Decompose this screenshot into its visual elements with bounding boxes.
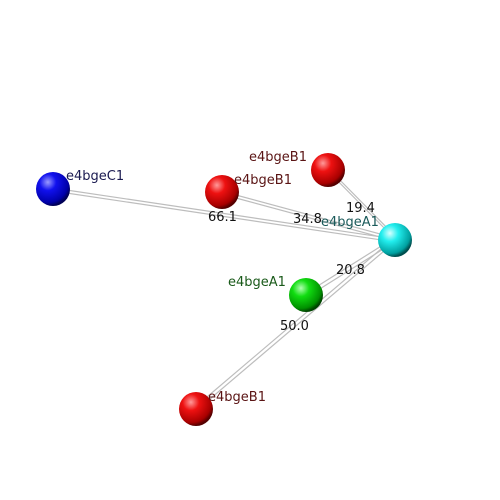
distance-label: 66.1 — [208, 210, 237, 225]
atom-sphere-b1a[interactable] — [205, 175, 239, 209]
atom-label-b1a: e4bgeB1 — [234, 173, 292, 188]
labels-layer: e4bgeC1 e4bgeB1 e4bgeB1 e4bgeA1 e4bgeA1 … — [66, 150, 379, 405]
edge-b1a-a1 — [220, 190, 396, 242]
atom-label-b1c: e4bgeB1 — [208, 390, 266, 405]
atom-sphere-b1b[interactable] — [311, 153, 345, 187]
distance-label: 20.8 — [336, 263, 365, 278]
edge-c1-a1 — [52, 187, 396, 243]
atom-label-c1: e4bgeC1 — [66, 169, 124, 184]
atom-label-b1b: e4bgeB1 — [249, 150, 307, 165]
edge-a1g-a1 — [304, 237, 397, 298]
nodes-layer — [36, 153, 412, 426]
edges-layer — [52, 169, 398, 411]
atom-label-a1c: e4bgeA1 — [321, 215, 379, 230]
atom-label-a1g: e4bgeA1 — [228, 275, 286, 290]
atom-sphere-c1[interactable] — [36, 172, 70, 206]
distance-label: 34.8 — [293, 212, 322, 227]
atom-sphere-b1c[interactable] — [179, 392, 213, 426]
distance-label: 19.4 — [346, 201, 375, 216]
atom-sphere-a1g[interactable] — [289, 278, 323, 312]
edge-b1c-a1 — [193, 237, 398, 411]
distance-label: 50.0 — [280, 319, 309, 334]
atom-sphere-a1c[interactable] — [378, 223, 412, 257]
